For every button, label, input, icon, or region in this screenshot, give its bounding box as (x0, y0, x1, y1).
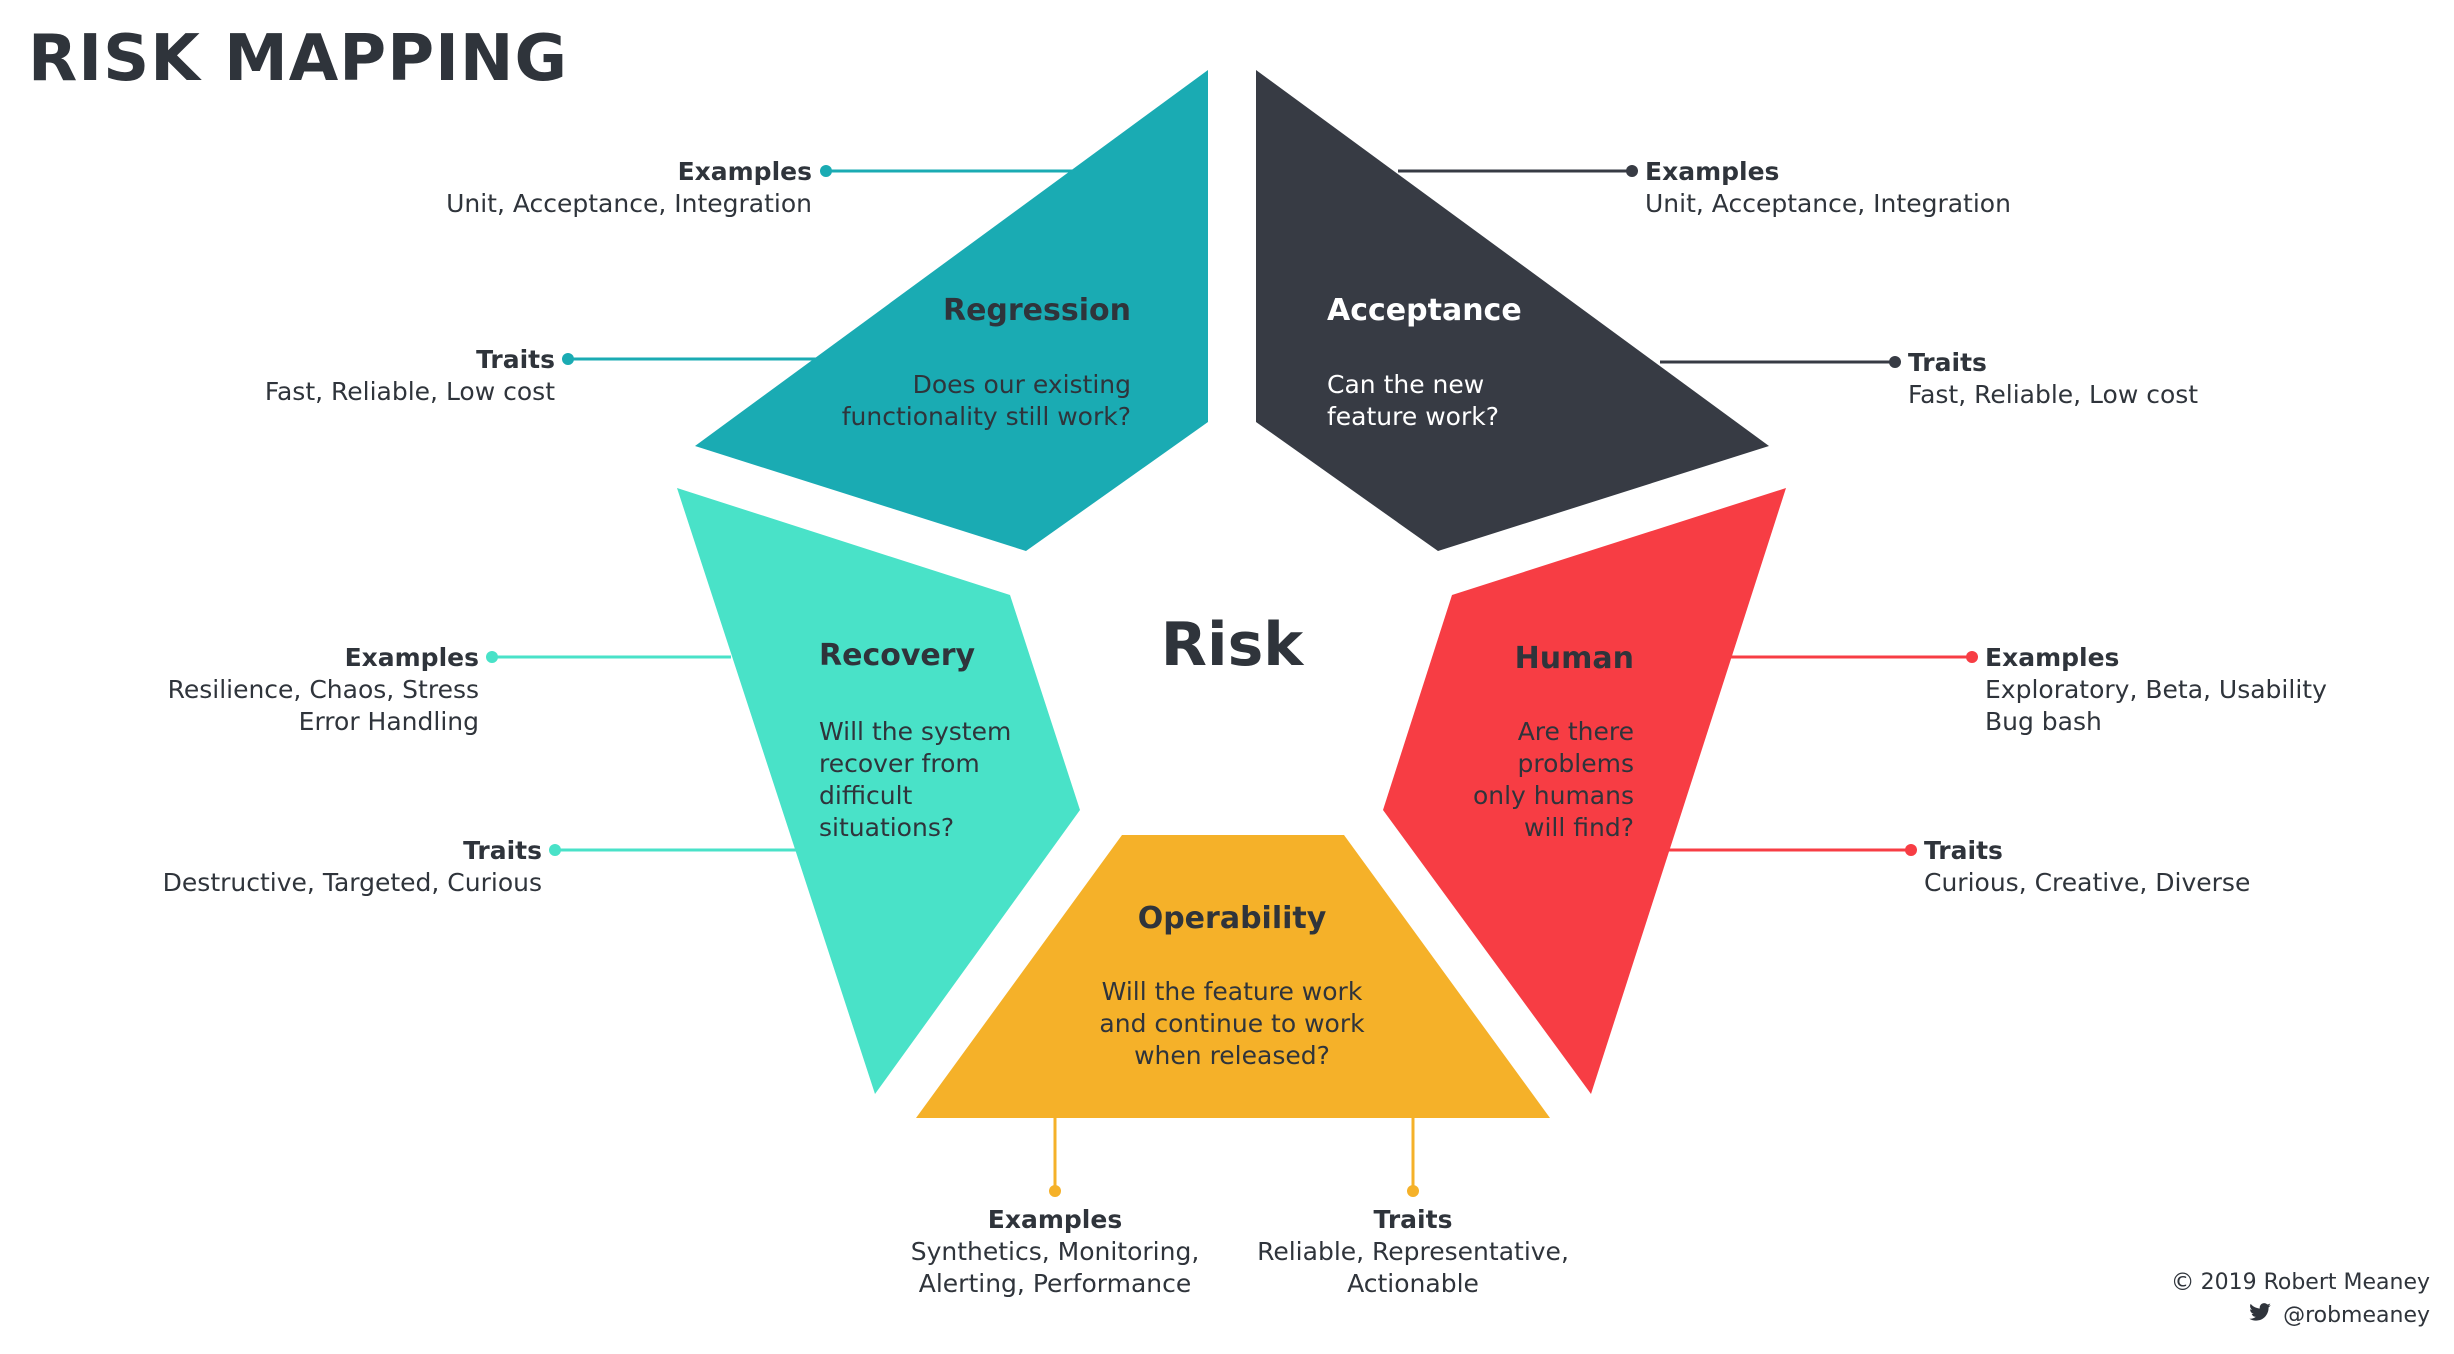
text-line: Exploratory, Beta, Usability (1985, 675, 2327, 704)
recovery-connectors (486, 651, 796, 856)
operability-examples-label: Examples (988, 1205, 1122, 1234)
page-title: RISK MAPPING (28, 22, 568, 96)
regression-traits-value: Fast, Reliable, Low cost (265, 377, 555, 406)
operability-segment (916, 835, 1550, 1118)
text-line: Resilience, Chaos, Stress (168, 675, 479, 704)
twitter-handle-text: @robmeaney (2283, 1302, 2430, 1328)
recovery-question: Will the system recover from difficult situ… (819, 717, 1011, 842)
operability-traits-dot (1407, 1185, 1419, 1197)
text-line: recover from (819, 749, 980, 778)
human-examples-dot (1966, 651, 1978, 663)
recovery-title: Recovery (819, 638, 976, 673)
recovery-traits-label: Traits (463, 836, 542, 865)
regression-traits-dot (562, 353, 574, 365)
human-examples-label: Examples (1985, 643, 2119, 672)
recovery-traits-dot (549, 844, 561, 856)
text-line: Reliable, Representative, (1257, 1237, 1569, 1266)
text-line: Actionable (1347, 1269, 1479, 1298)
acceptance-question: Can the new feature work? (1327, 370, 1499, 431)
regression-title: Regression (943, 293, 1131, 328)
operability-title: Operability (1138, 901, 1327, 936)
text-line: Unit, Acceptance, Integration (1645, 189, 2011, 218)
regression-question: Does our existing functionality still wor… (842, 370, 1131, 431)
recovery-examples-dot (486, 651, 498, 663)
regression-segment (695, 70, 1208, 551)
regression-connectors (562, 165, 1080, 365)
text-line: will find? (1524, 813, 1634, 842)
regression-traits-label: Traits (476, 345, 555, 374)
text-line: Fast, Reliable, Low cost (265, 377, 555, 406)
acceptance-traits-dot (1889, 356, 1901, 368)
text-line: Destructive, Targeted, Curious (163, 868, 542, 897)
text-line: and continue to work (1099, 1009, 1365, 1038)
acceptance-connectors (1398, 165, 1901, 368)
acceptance-traits-label: Traits (1908, 348, 1987, 377)
regression-examples-dot (820, 165, 832, 177)
text-line: functionality still work? (842, 402, 1131, 431)
recovery-examples-label: Examples (345, 643, 479, 672)
human-title: Human (1515, 641, 1634, 676)
regression-text: Regression Does our existing functionalit… (842, 293, 1131, 431)
risk-center-label: Risk (1161, 610, 1305, 680)
operability-examples-dot (1049, 1185, 1061, 1197)
text-line: Bug bash (1985, 707, 2102, 736)
text-line: Unit, Acceptance, Integration (446, 189, 812, 218)
text-line: Synthetics, Monitoring, (911, 1237, 1200, 1266)
human-connectors (1668, 651, 1978, 856)
acceptance-examples-dot (1626, 165, 1638, 177)
text-line: Alerting, Performance (919, 1269, 1192, 1298)
recovery-segment (677, 488, 1080, 1094)
operability-traits-value: Reliable, Representative, Actionable (1257, 1237, 1569, 1298)
text-line: Error Handling (299, 707, 479, 736)
recovery-traits-value: Destructive, Targeted, Curious (163, 868, 542, 897)
human-traits-dot (1905, 844, 1917, 856)
human-traits-value: Curious, Creative, Diverse (1924, 868, 2250, 897)
text-line: Will the feature work (1102, 977, 1363, 1006)
copyright-icon: © (2170, 1268, 2195, 1296)
text-line: difficult (819, 781, 913, 810)
copyright-notice: ©2019 Robert Meaney (2171, 1268, 2430, 1296)
operability-examples-value: Synthetics, Monitoring, Alerting, Perform… (911, 1237, 1200, 1298)
acceptance-title: Acceptance (1327, 293, 1522, 328)
human-text: Human Are there problems only humans will f… (1473, 641, 1634, 842)
acceptance-segment (1256, 70, 1769, 551)
human-traits-label: Traits (1924, 836, 2003, 865)
regression-examples-label: Examples (678, 157, 812, 186)
text-line: Does our existing (913, 370, 1131, 399)
text-line: Are there (1518, 717, 1634, 746)
text-line: only humans (1473, 781, 1634, 810)
text-line: feature work? (1327, 402, 1499, 431)
text-line: Fast, Reliable, Low cost (1908, 380, 2198, 409)
text-line: situations? (819, 813, 954, 842)
operability-text: Operability Will the feature work and con… (1099, 901, 1365, 1070)
regression-examples-value: Unit, Acceptance, Integration (446, 189, 812, 218)
twitter-handle[interactable]: @robmeaney (2249, 1302, 2430, 1328)
twitter-icon (2249, 1303, 2271, 1321)
acceptance-examples-label: Examples (1645, 157, 1779, 186)
operability-connectors (1049, 1118, 1419, 1197)
text-line: Will the system (819, 717, 1011, 746)
text-line: Curious, Creative, Diverse (1924, 868, 2250, 897)
human-question: Are there problems only humans will find? (1473, 717, 1634, 842)
copyright-text: 2019 Robert Meaney (2200, 1269, 2430, 1295)
recovery-text: Recovery Will the system recover from diff… (819, 638, 1011, 842)
text-line: Can the new (1327, 370, 1484, 399)
operability-traits-label: Traits (1374, 1205, 1453, 1234)
acceptance-examples-value: Unit, Acceptance, Integration (1645, 189, 2011, 218)
acceptance-text: Acceptance Can the new feature work? (1327, 293, 1522, 431)
text-line: problems (1518, 749, 1634, 778)
acceptance-traits-value: Fast, Reliable, Low cost (1908, 380, 2198, 409)
text-line: when released? (1134, 1041, 1330, 1070)
human-segment (1383, 488, 1786, 1094)
operability-question: Will the feature work and continue to wor… (1099, 977, 1365, 1070)
